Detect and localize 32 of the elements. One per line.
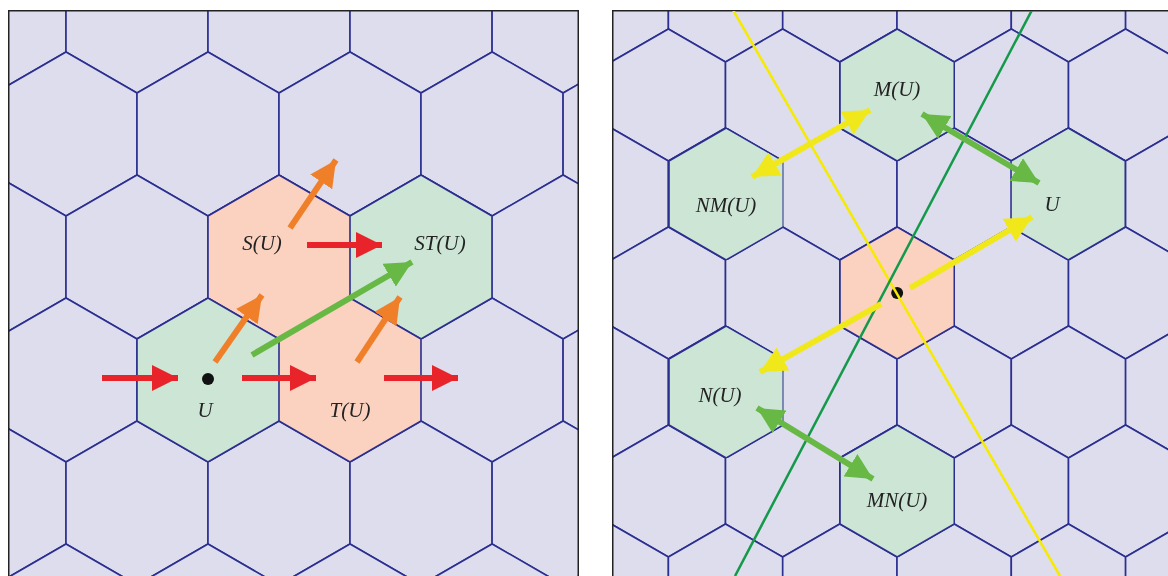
arrow [758,301,883,375]
arrow [307,231,382,259]
tile-label: U [1044,193,1060,215]
arrow [384,364,458,392]
double-arrow [750,107,872,180]
hexagon-tile [1010,128,1126,260]
hexagon-tile [668,326,784,458]
tile-label: U [197,399,213,421]
tile-label: NM(U) [695,194,757,216]
tile-label: MN(U) [866,489,928,511]
tile-label: M(U) [873,78,921,100]
hexagon-tile [279,298,421,462]
arrow [287,158,339,230]
tile-label: T(U) [329,399,371,421]
arrow [212,293,265,364]
hexagon-tile [839,227,955,359]
arrow [242,364,316,392]
hexagon-tile [137,298,279,462]
double-arrow [920,111,1041,186]
hexagon-tile [839,29,955,161]
hexagon-tile [839,425,955,557]
arrow [908,214,1034,291]
arrow [102,364,178,392]
double-arrow [755,405,875,482]
tile-label: S(U) [242,232,282,254]
tile-label: N(U) [698,384,742,406]
arrow [354,295,403,364]
hexagon-tile [350,175,492,339]
tile-label: ST(U) [414,232,466,254]
hexagon-tile [208,175,350,339]
arrow [250,259,414,358]
hexagon-tile [668,128,784,260]
